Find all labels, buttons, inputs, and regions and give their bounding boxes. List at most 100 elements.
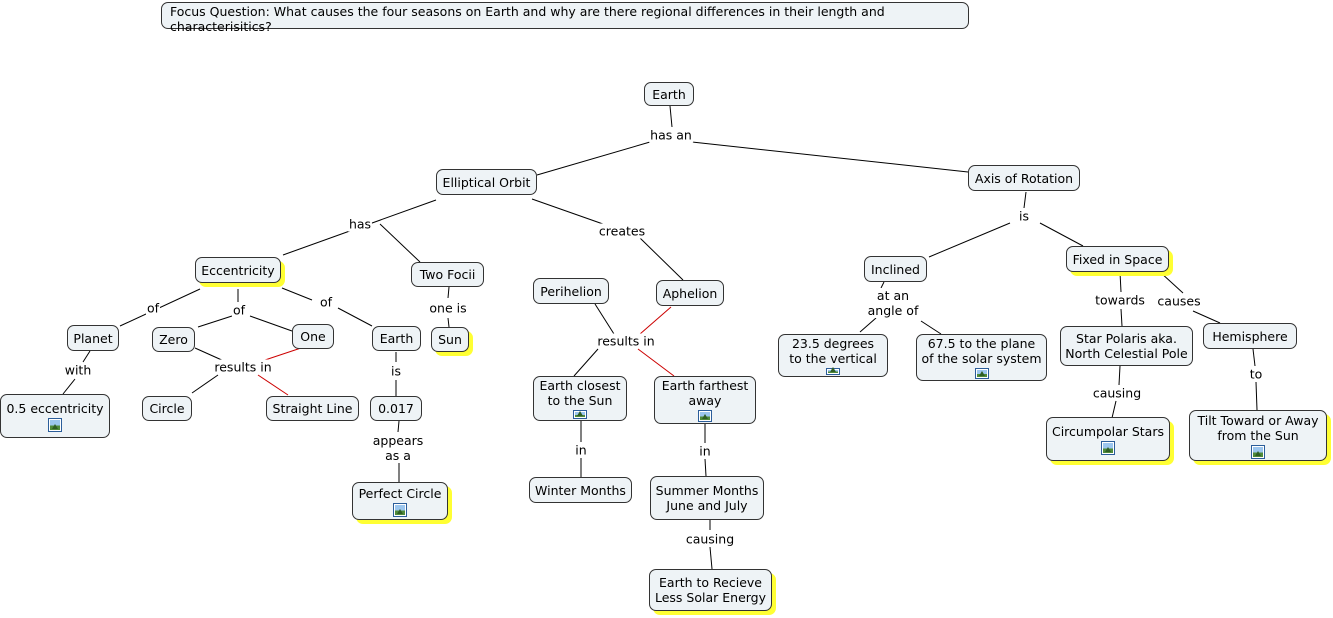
connector-line	[859, 317, 877, 333]
node-hemisphere-label: Hemisphere	[1212, 328, 1288, 344]
connector-line	[531, 198, 604, 225]
image-icon[interactable]	[1251, 444, 1265, 459]
node-half-eccentricity-label: 0.5 eccentricity	[6, 400, 104, 416]
node-earth-closest[interactable]: Earth closest to the Sun	[533, 376, 627, 421]
connector-line	[257, 374, 289, 396]
node-plane-solar-label: 67.5 to the plane of the solar system	[921, 336, 1042, 366]
connector-line	[1120, 308, 1123, 327]
link-label-results-in-perihelion: results in	[596, 333, 656, 349]
connector-line	[669, 105, 673, 128]
node-tilt[interactable]: Tilt Toward or Away from the Sun	[1189, 410, 1327, 461]
node-zero[interactable]: Zero	[152, 327, 195, 352]
node-aphelion-label: Aphelion	[662, 285, 718, 301]
node-degrees-vertical[interactable]: 23.5 degrees to the vertical	[778, 334, 888, 377]
node-half-eccentricity[interactable]: 0.5 eccentricity	[0, 394, 110, 438]
connector-line	[1118, 365, 1121, 386]
node-planet[interactable]: Planet	[67, 325, 119, 351]
node-sun-label: Sun	[438, 332, 462, 347]
node-less-solar-energy[interactable]: Earth to Recieve Less Solar Energy	[649, 569, 772, 611]
node-star-polaris[interactable]: Star Polaris aka. North Celestial Pole	[1060, 326, 1193, 366]
connector-line	[1119, 271, 1122, 293]
image-icon[interactable]	[48, 417, 62, 432]
connector-line	[191, 374, 219, 394]
link-label-in-summer: in	[698, 443, 712, 459]
connector-line	[447, 317, 450, 328]
link-label-towards: towards	[1094, 292, 1146, 308]
link-label-is-earth: is	[390, 363, 402, 379]
link-label-causing-polaris: causing	[1091, 385, 1143, 401]
node-one-label: One	[300, 329, 326, 344]
node-elliptical-orbit[interactable]: Elliptical Orbit	[436, 169, 537, 195]
node-perihelion[interactable]: Perihelion	[533, 278, 609, 304]
node-one[interactable]: One	[292, 324, 334, 349]
connector-line	[194, 347, 225, 362]
node-earth-label: Earth	[652, 86, 686, 102]
connector-line	[447, 286, 450, 299]
connector-line	[573, 348, 599, 377]
connector-line	[880, 281, 885, 289]
node-eccentricity[interactable]: Eccentricity	[195, 257, 281, 283]
node-fixed-in-space-label: Fixed in Space	[1072, 251, 1163, 267]
node-summer-months[interactable]: Summer Months June and July	[650, 476, 764, 520]
node-eccentricity-label: Eccentricity	[201, 262, 275, 278]
link-label-results-in-eccentricity: results in	[213, 359, 273, 375]
node-less-solar-energy-label: Earth to Recieve Less Solar Energy	[654, 575, 767, 605]
node-earth-eccentricity-label: Earth	[379, 331, 414, 346]
node-earth-eccentricity[interactable]: Earth	[372, 326, 421, 351]
connector-line	[594, 303, 615, 335]
node-inclined-label: Inclined	[871, 261, 920, 277]
node-two-foci[interactable]: Two Focii	[411, 262, 484, 287]
node-plane-solar[interactable]: 67.5 to the plane of the solar system	[916, 334, 1047, 381]
node-degrees-vertical-label: 23.5 degrees to the vertical	[789, 336, 877, 366]
node-planet-label: Planet	[73, 330, 113, 346]
node-eccentricity-value[interactable]: 0.017	[370, 396, 422, 421]
connector-line	[1111, 400, 1117, 419]
connector-line	[249, 315, 293, 332]
image-icon[interactable]	[826, 367, 840, 375]
connector-line	[1039, 222, 1084, 247]
connector-line	[1255, 381, 1258, 411]
node-star-polaris-label: Star Polaris aka. North Celestial Pole	[1065, 331, 1188, 361]
node-hemisphere[interactable]: Hemisphere	[1203, 323, 1297, 349]
node-perfect-circle-label: Perfect Circle	[358, 485, 442, 501]
link-label-in-winter: in	[574, 442, 588, 458]
connector-line	[1023, 191, 1027, 209]
node-axis-of-rotation[interactable]: Axis of Rotation	[968, 165, 1080, 191]
node-straight-line-label: Straight Line	[272, 401, 353, 416]
link-label-has: has	[347, 216, 373, 232]
node-fixed-in-space[interactable]: Fixed in Space	[1066, 246, 1169, 272]
node-elliptical-orbit-label: Elliptical Orbit	[442, 174, 531, 190]
image-icon[interactable]	[573, 410, 587, 419]
connector-line	[704, 458, 707, 477]
node-circumpolar-stars[interactable]: Circumpolar Stars	[1046, 417, 1170, 461]
image-icon[interactable]	[974, 368, 989, 379]
node-aphelion[interactable]: Aphelion	[656, 280, 724, 306]
image-icon[interactable]	[698, 410, 712, 422]
node-earth[interactable]: Earth	[644, 82, 694, 106]
image-icon[interactable]	[1101, 440, 1115, 455]
connector-line	[82, 350, 91, 363]
node-earth-farthest[interactable]: Earth farthest away	[654, 376, 756, 424]
node-winter-months[interactable]: Winter Months	[529, 477, 632, 503]
node-perfect-circle[interactable]: Perfect Circle	[352, 482, 448, 520]
link-label-of-planet: of	[145, 300, 161, 316]
link-label-is-axis: is	[1018, 208, 1030, 224]
link-label-of-zero-one: of	[231, 302, 247, 318]
node-inclined[interactable]: Inclined	[864, 256, 927, 282]
image-icon[interactable]	[393, 502, 407, 517]
connector-line	[1159, 271, 1184, 294]
node-earth-farthest-label: Earth farthest away	[661, 378, 749, 408]
connector-line	[397, 420, 400, 433]
link-label-at-an-angle-of: at an angle of	[866, 288, 920, 318]
node-straight-line[interactable]: Straight Line	[266, 396, 359, 421]
connector-line	[639, 237, 684, 281]
connector-line	[637, 348, 675, 377]
link-label-appears-as-a: appears as a	[371, 433, 425, 463]
connector-line	[920, 320, 942, 335]
connector-line	[261, 346, 305, 362]
node-eccentricity-value-label: 0.017	[378, 401, 414, 416]
node-circle[interactable]: Circle	[142, 396, 192, 421]
focus-question: Focus Question: What causes the four sea…	[161, 2, 969, 34]
node-sun[interactable]: Sun	[431, 327, 469, 352]
